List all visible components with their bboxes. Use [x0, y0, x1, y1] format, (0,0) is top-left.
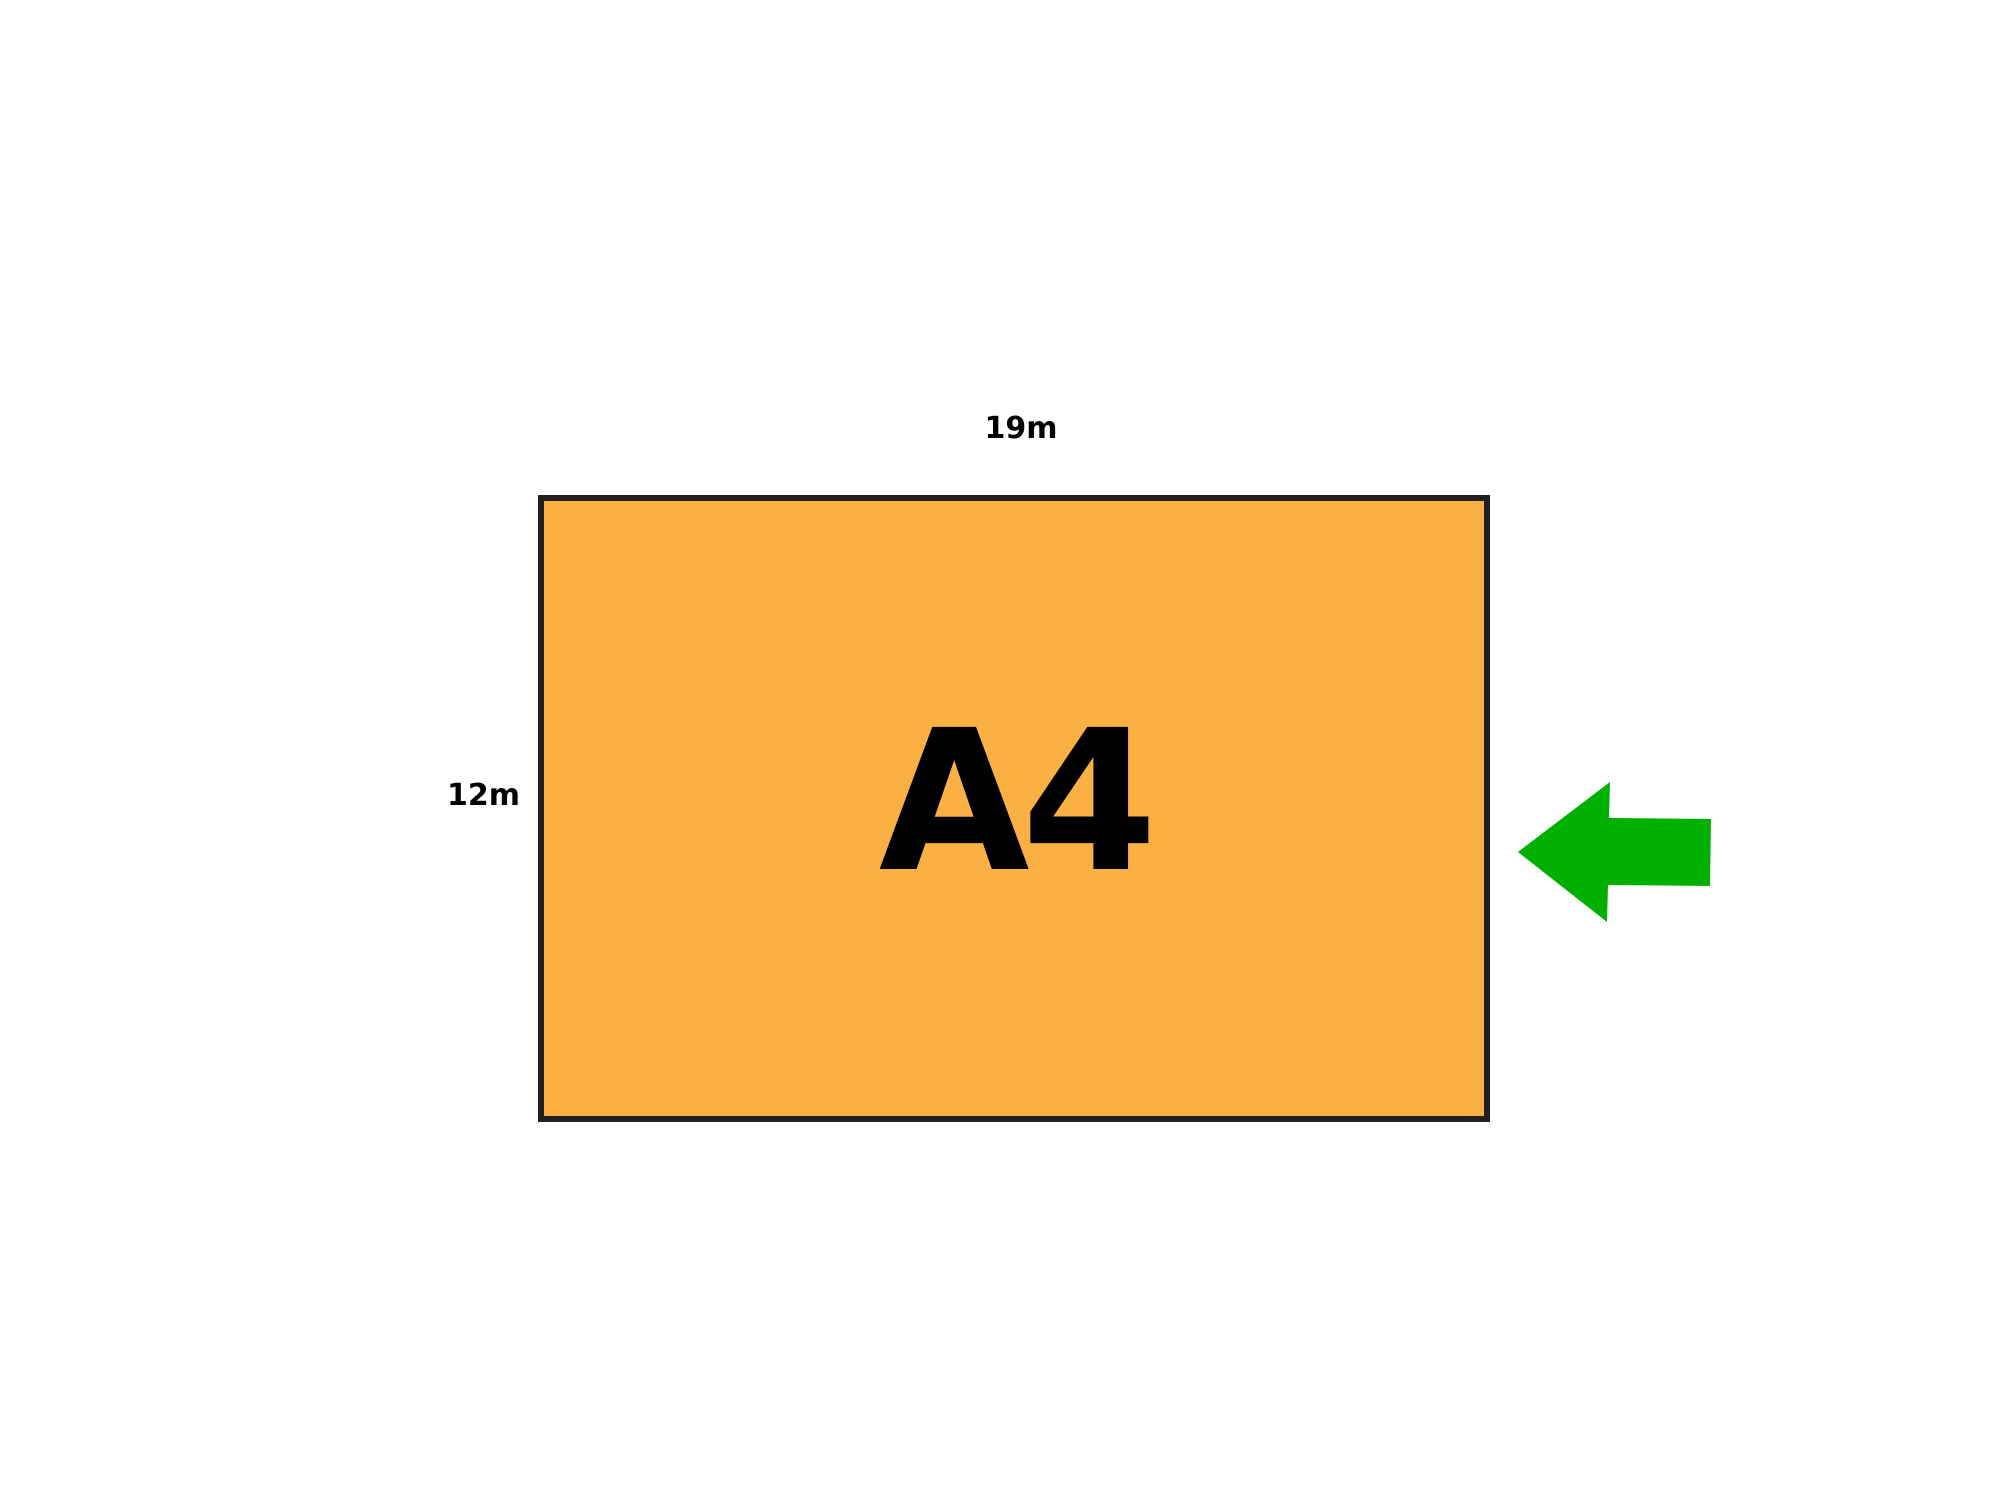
- left-arrow-icon: [1518, 782, 1711, 922]
- plot-label: A4: [878, 688, 1158, 915]
- arrow-shape: [1518, 782, 1711, 922]
- height-dimension-label: 12m: [446, 778, 520, 813]
- width-dimension-label: 19m: [984, 411, 1058, 446]
- plot-rectangle: A4: [538, 495, 1490, 1122]
